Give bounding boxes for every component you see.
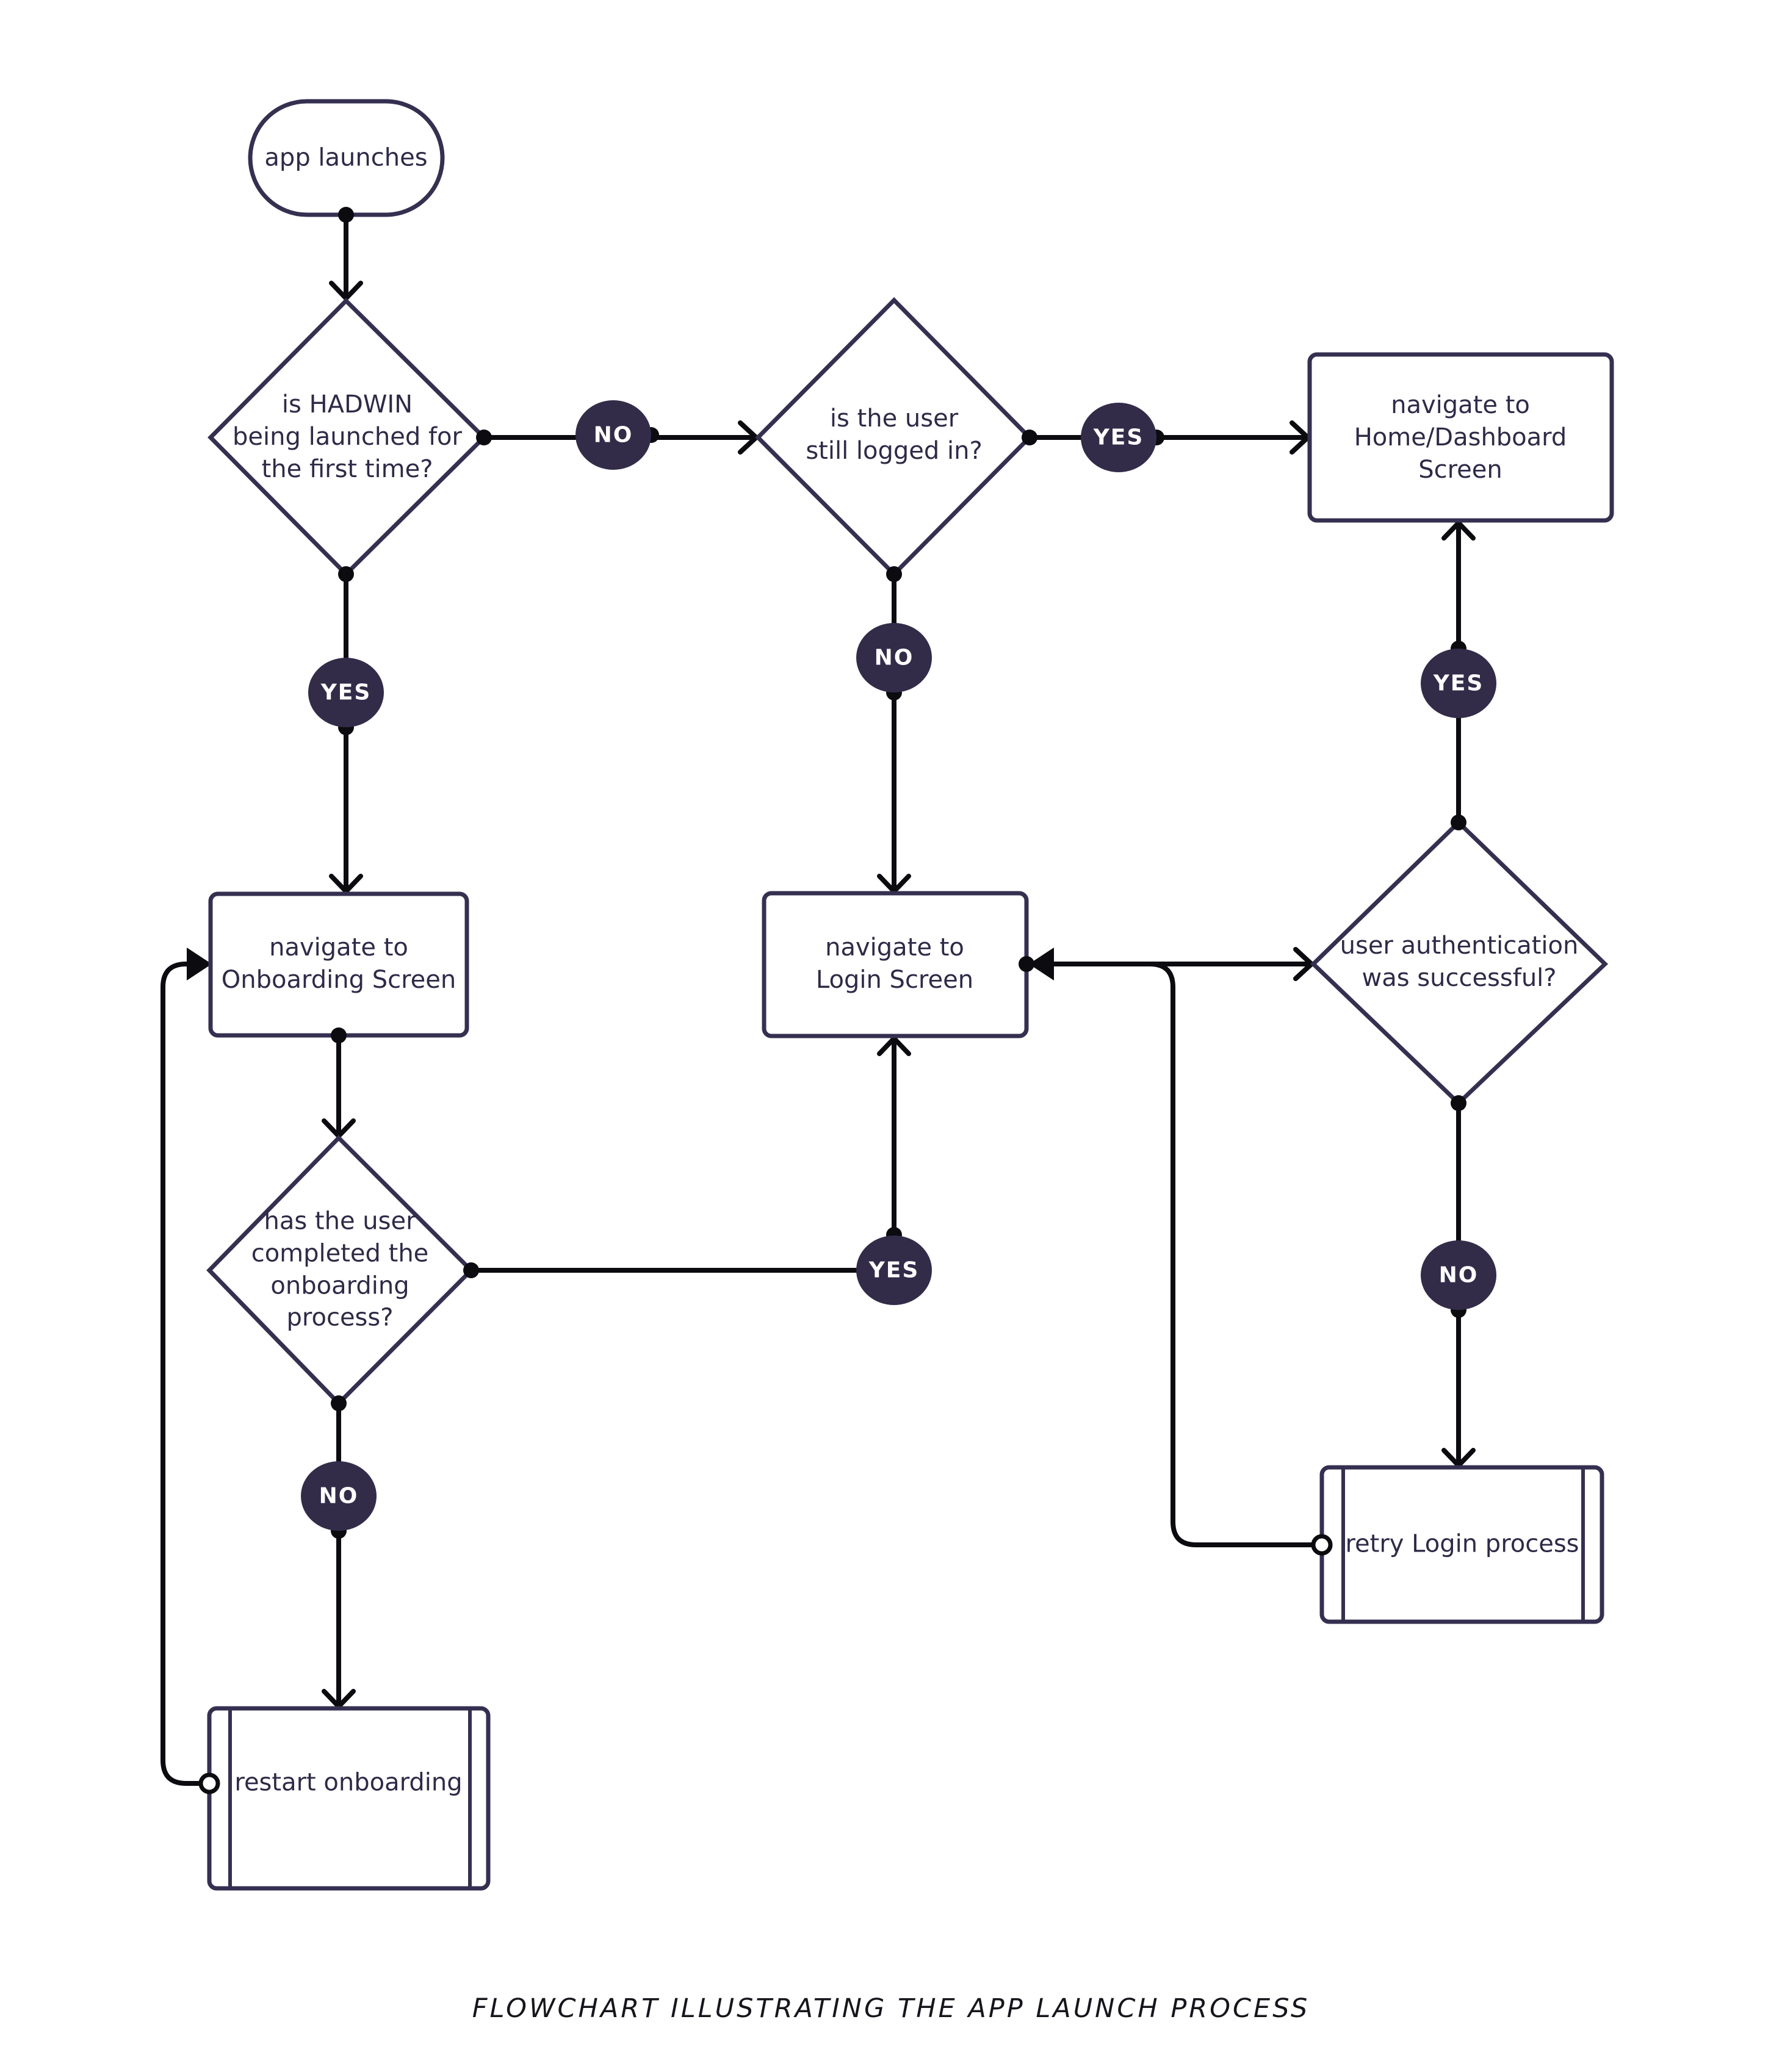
dot-auth-bottom xyxy=(1451,1095,1466,1111)
badge-no-first-launch xyxy=(575,400,651,470)
dot-first-launch-right xyxy=(476,430,492,445)
dot-start-bottom xyxy=(338,207,354,223)
arrow-into-onboarding-top xyxy=(329,874,363,894)
restart-onboarding-label: restart onboarding xyxy=(234,1768,463,1797)
dot-logged-in-right xyxy=(1022,430,1037,445)
badge-no-first-launch-label: NO xyxy=(593,422,633,448)
ring-restart-left xyxy=(198,1772,220,1794)
badge-no-logged-in xyxy=(856,623,932,692)
restart-onboarding-shape xyxy=(207,1706,491,1891)
badge-yes-logged-in xyxy=(1081,403,1156,472)
login-screen-label: navigate to Login Screen xyxy=(815,933,974,994)
dot-complete-right xyxy=(463,1262,479,1278)
badge-no-auth-label: NO xyxy=(1438,1262,1479,1288)
edge-restart-to-onboarding-loop xyxy=(161,962,212,1786)
dot-first-launch-bottom xyxy=(338,566,354,582)
node-shapes xyxy=(206,99,1614,1891)
start-terminator-label: app launches xyxy=(264,143,428,172)
retry-login-label: retry Login process xyxy=(1345,1530,1579,1558)
arrow-into-onboarding-left xyxy=(187,948,212,980)
logged-in-decision-label: is the user still logged in? xyxy=(806,405,983,465)
edge-label-badges xyxy=(301,400,1496,1531)
first-launch-decision-label: is HADWIN being launched for the first t… xyxy=(233,390,462,483)
dot-auth-top xyxy=(1451,815,1466,830)
arrow-into-login-right xyxy=(1029,948,1054,980)
edge-retry-to-login-loop xyxy=(1053,962,1324,1547)
edges xyxy=(161,212,1461,1786)
home-dashboard-label: navigate to Home/Dashboard Screen xyxy=(1354,390,1567,484)
badge-no-auth xyxy=(1421,1240,1496,1310)
home-dashboard-shape xyxy=(1307,352,1614,523)
badge-yes-onboarding-complete-label: YES xyxy=(868,1257,920,1283)
badge-yes-auth-label: YES xyxy=(1433,671,1484,696)
badge-yes-onboarding-complete xyxy=(856,1236,932,1305)
badge-no-onboarding-complete-label: NO xyxy=(319,1483,359,1509)
dot-onboarding-bottom xyxy=(331,1027,347,1043)
arrow-into-login-bottom xyxy=(877,1036,911,1056)
badge-no-logged-in-label: NO xyxy=(874,645,914,671)
dot-complete-bottom xyxy=(331,1395,347,1411)
dot-logged-in-bottom xyxy=(886,566,902,582)
badge-yes-auth xyxy=(1421,649,1496,718)
auth-decision-label: user authentication was successful? xyxy=(1340,932,1579,992)
badge-yes-first-launch-label: YES xyxy=(320,680,372,705)
badge-no-onboarding-complete xyxy=(301,1461,377,1531)
onboarding-complete-decision-label: has the user completed the onboarding pr… xyxy=(251,1207,429,1332)
badge-yes-logged-in-label: YES xyxy=(1093,425,1144,450)
diagram-caption: FLOWCHART ILLUSTRATING THE APP LAUNCH PR… xyxy=(472,1993,1310,2024)
ring-retry-left xyxy=(1311,1534,1333,1556)
arrow-into-home-bottom xyxy=(1441,520,1476,541)
dot-login-right xyxy=(1019,956,1034,972)
badge-yes-first-launch xyxy=(308,658,384,727)
onboarding-screen-label: navigate to Onboarding Screen xyxy=(221,933,456,994)
